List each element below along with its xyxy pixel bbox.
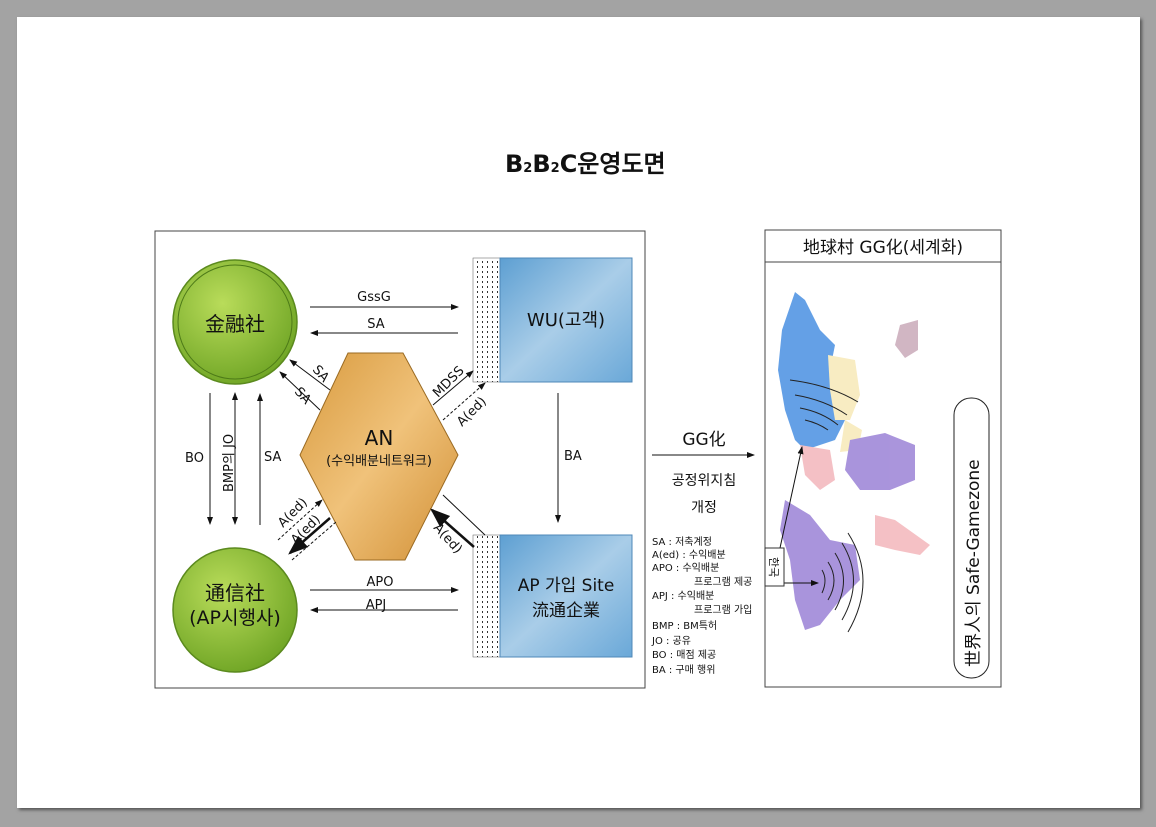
finance-label: 金融社 [205,312,265,336]
bo-label: BO [185,451,204,466]
legend-item: 프로그램 가입 [694,603,752,616]
mdss-label: MDSS [430,364,467,401]
sa-diagonal-label-2: SA [291,385,314,408]
legend-item: APO : 수익배분 [652,562,719,574]
korea-label: 한국 [767,557,780,577]
sa-diagonal-label-1: SA [309,363,332,386]
telecom-node: 通信社 (AP시행사) [172,547,298,673]
legend-item: BO : 매점 제공 [652,649,716,661]
abbreviation-legend: SA : 저축계정 A(ed) : 수익배분 APO : 수익배분 프로그램 제… [651,536,752,676]
page-title: B2B2C운영도면 [505,150,666,178]
diagram-frame [154,230,646,689]
signal-waves [789,379,864,633]
world-map [778,292,930,630]
aed-wu-label: A(ed) [454,394,490,430]
sa-top-label: SA [367,317,384,332]
sa-vertical-label: SA [264,450,281,465]
legend-item: A(ed) : 수익배분 [652,549,726,561]
ap-site-node: AP 가입 Site 流通企業 [472,534,633,658]
telecom-sublabel: (AP시행사) [189,607,281,629]
legend-item: JO : 공유 [651,635,691,647]
legend-item: SA : 저축계정 [652,536,712,548]
finance-node: 金融社 [172,259,298,385]
legend-item: 프로그램 제공 [694,576,752,588]
guideline-label: 공정위지침 [672,473,736,489]
ap-site-sublabel: 流通企業 [532,601,600,621]
safe-gamezone-label: 世界人의 Safe-Gamezone [964,459,984,667]
wu-node: WU(고객) [472,257,633,383]
ba-label: BA [564,449,582,464]
apo-label: APO [367,575,394,590]
ap-site-label: AP 가입 Site [518,576,615,596]
safe-gamezone-badge [953,397,990,679]
globe-header: 地球村 GG化(세계화) [803,238,963,258]
arrows [207,304,755,613]
legend-item: BMP : BM특허 [652,620,717,632]
legend-item: BA : 구매 행위 [652,663,715,676]
aed-ap-label: A(ed) [430,521,465,557]
an-node: AN (수익배분네트워크) [299,352,459,561]
revision-label: 개정 [691,500,717,516]
wu-label: WU(고객) [527,310,605,331]
an-title: AN [365,426,394,450]
gssg-label: GssG [357,290,391,305]
bmp-jo-label: BMP의 JO [222,434,237,492]
telecom-label: 通信社 [205,581,265,605]
legend-item: APJ : 수익배분 [652,590,714,602]
apj-label: APJ [366,598,387,613]
an-subtitle: (수익배분네트워크) [326,454,432,469]
korea-tag [764,547,785,587]
gg-label: GG化 [682,430,725,450]
korea-pointers [779,446,819,586]
